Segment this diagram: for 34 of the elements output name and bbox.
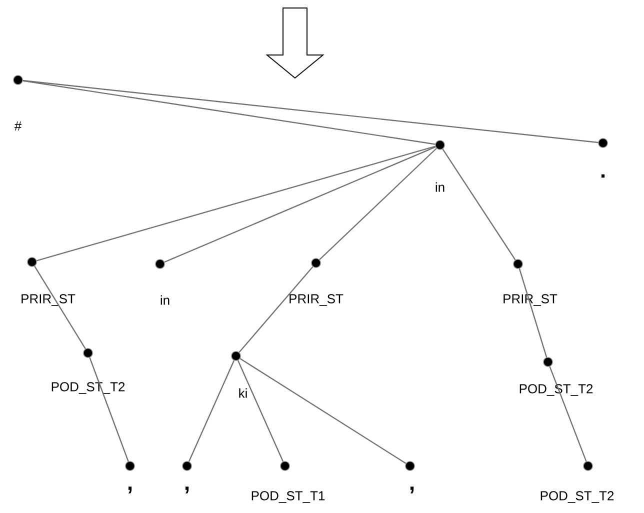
tree-node: ,	[182, 461, 192, 494]
node-label: ki	[239, 388, 247, 398]
tree-edge	[188, 360, 235, 462]
tree-edge	[319, 148, 437, 260]
tree-edge	[34, 266, 86, 350]
tree-node: #	[13, 75, 23, 132]
node-label: in	[160, 295, 170, 305]
tree-edge	[237, 360, 284, 462]
node-label: #	[14, 122, 22, 130]
node-label: ,	[185, 486, 189, 494]
tree-edge	[36, 146, 436, 262]
node-label: POD_ST_T1	[252, 491, 325, 503]
node-label: in	[436, 182, 444, 192]
tree-node: POD_ST_T2	[538, 461, 616, 504]
tree-edge	[89, 357, 129, 462]
tree-edge	[22, 80, 598, 144]
tree-edge	[164, 146, 436, 263]
tree-node: in	[434, 140, 446, 193]
node-label: .	[601, 174, 605, 178]
tree-node: ki	[231, 351, 249, 399]
node-label: PRIR_ST	[290, 294, 344, 306]
tree-edge	[238, 266, 314, 353]
tree-node: .	[598, 138, 608, 179]
tree-node: ,	[125, 461, 135, 494]
tree-edge	[240, 358, 406, 464]
tree-node: in	[155, 259, 172, 306]
node-label: POD_ST_T2	[540, 491, 614, 503]
tree-edge	[442, 148, 516, 260]
tree-node: ,	[405, 461, 416, 494]
tree-edge	[22, 80, 436, 145]
tree-node: POD_ST_T1	[250, 461, 326, 504]
node-label: ,	[128, 486, 132, 494]
tree-node: PRIR_ST	[288, 258, 344, 307]
node-label: ,	[410, 486, 414, 494]
